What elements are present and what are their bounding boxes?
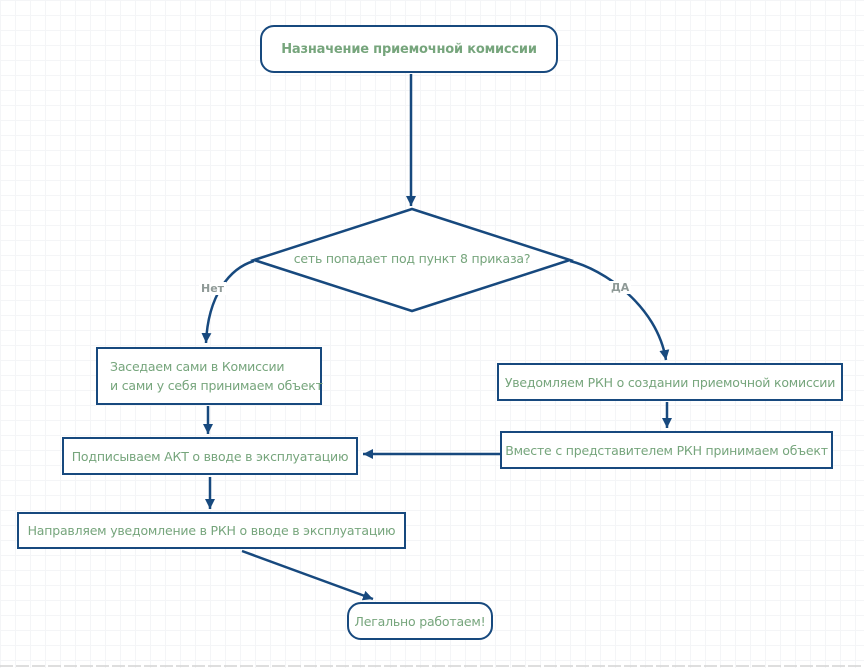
start-node: Назначение приемочной комиссии — [260, 25, 558, 73]
branch-label-no: Нет — [199, 282, 227, 295]
connector-no-branch — [201, 259, 255, 344]
notify-rkn-node: Уведомляем РКН о создании приемочной ком… — [497, 363, 843, 401]
send-notification-label: Направляем уведомление в РКН о вводе в э… — [27, 523, 396, 538]
self-commission-node: Заседаем сами в Комиссии и сами у себя п… — [96, 347, 323, 405]
legal-work-label: Легально работаем! — [354, 613, 486, 629]
accept-with-rkn-label: Вместе с представителем РКН принимаем об… — [505, 442, 828, 458]
self-commission-line1: Заседаем сами в Комиссии — [110, 359, 285, 374]
legal-work-node: Легально работаем! — [347, 602, 493, 640]
notify-rkn-label: Уведомляем РКН о создании приемочной ком… — [504, 374, 836, 390]
send-notification-node: Направляем уведомление в РКН о вводе в э… — [17, 512, 406, 549]
branch-label-yes: ДА — [609, 281, 632, 294]
sign-act-node: Подписываем АКТ о вводе в эксплуатацию — [62, 437, 358, 475]
sign-act-label: Подписываем АКТ о вводе в эксплуатацию — [71, 448, 349, 464]
connector-notification-to-legal — [241, 549, 374, 601]
decision-node: сеть попадает под пункт 8 приказа? — [293, 251, 531, 266]
accept-with-rkn-node: Вместе с представителем РКН принимаем об… — [500, 431, 833, 469]
self-commission-line2: и сами у себя принимаем объект — [110, 378, 323, 393]
start-node-label: Назначение приемочной комиссии — [281, 41, 537, 57]
connector-yes-branch — [569, 259, 670, 361]
decision-diamond-shape — [249, 207, 575, 313]
